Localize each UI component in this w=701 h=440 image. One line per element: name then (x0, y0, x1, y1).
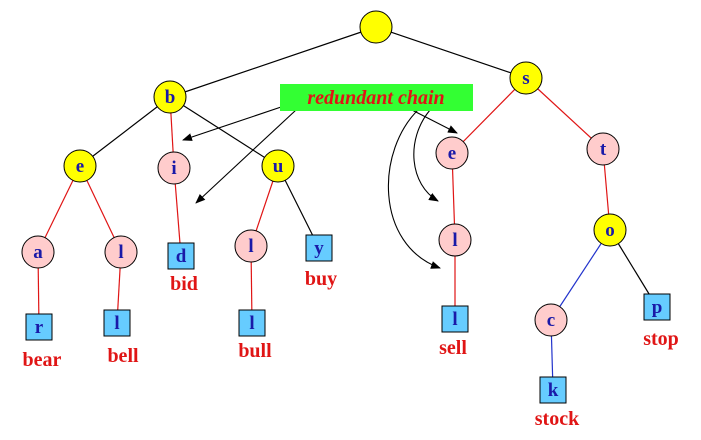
node-stock-label: k (548, 380, 559, 401)
edges-layer (37, 26, 658, 391)
edge-b-be (79, 96, 171, 167)
node-sel: l (438, 223, 472, 257)
node-st-label: t (600, 139, 607, 160)
node-b-label: b (165, 87, 176, 108)
edge-root-s (375, 26, 527, 79)
node-stock-box (539, 376, 567, 404)
words-layer: bear bell bid bull buy sell stop stock (23, 268, 679, 430)
node-bear: r (25, 313, 53, 341)
node-buy-box (305, 234, 333, 262)
callout-box: redundant chain (280, 84, 473, 111)
word-label-stock: stock (535, 408, 580, 430)
word-label-bear: bear (23, 349, 62, 371)
arrow-to-d (195, 109, 297, 204)
callout-label: redundant chain (307, 87, 444, 109)
word-label-buy: buy (305, 268, 337, 290)
node-bull: l (238, 309, 266, 337)
node-stoc-label: c (547, 310, 555, 331)
word-label-bull: bull (238, 340, 272, 362)
word-label-stop: stop (643, 328, 679, 350)
node-se-circle (435, 136, 469, 170)
node-sel-circle (438, 223, 472, 257)
node-bi: i (157, 151, 191, 185)
node-stop-label: p (652, 297, 663, 318)
edge-sto-stoc (550, 229, 611, 321)
node-bea-circle (21, 235, 55, 269)
node-bi-label: i (171, 158, 176, 179)
edge-s-st (525, 77, 604, 150)
node-bel-circle (104, 235, 138, 269)
node-bear-label: r (35, 317, 44, 338)
node-sell: l (441, 305, 469, 333)
node-b-circle (153, 80, 187, 114)
word-label-bell: bell (107, 345, 139, 367)
node-bul-circle (234, 229, 268, 263)
node-st-circle (586, 132, 620, 166)
node-root (359, 10, 393, 44)
node-stock: k (539, 376, 567, 404)
node-st: t (586, 132, 620, 166)
node-bi-circle (157, 151, 191, 185)
arrow-to-se (411, 109, 458, 134)
node-sel-label: l (452, 230, 457, 251)
node-bell: l (103, 309, 131, 337)
node-sto: o (593, 213, 627, 247)
node-bul-label: l (248, 236, 253, 257)
node-be: e (63, 149, 97, 183)
arrow-to-i (182, 103, 291, 141)
node-bu: u (261, 149, 295, 183)
node-bea: a (21, 235, 55, 269)
nodes-layer: b s e i u e t a l d l y l o r l l l c p k (21, 10, 671, 404)
node-bull-box (238, 309, 266, 337)
node-s: s (509, 61, 543, 95)
node-stoc-circle (534, 303, 568, 337)
node-bull-label: l (249, 313, 254, 334)
node-bu-label: u (273, 156, 284, 177)
word-label-sell: sell (439, 337, 467, 359)
node-bul: l (234, 229, 268, 263)
edge-b-bu (169, 96, 279, 167)
edge-s-se (451, 77, 527, 154)
node-se-label: e (448, 143, 456, 164)
node-bear-box (25, 313, 53, 341)
node-bid: d (167, 242, 195, 270)
node-bell-box (103, 309, 131, 337)
node-bid-label: d (176, 246, 187, 267)
node-be-label: e (76, 156, 84, 177)
node-s-circle (509, 61, 543, 95)
node-s-label: s (522, 68, 529, 89)
node-sto-label: o (605, 220, 615, 241)
node-b: b (153, 80, 187, 114)
node-bel: l (104, 235, 138, 269)
arrow-to-sel (413, 109, 439, 202)
callout-background (280, 84, 473, 111)
node-se: e (435, 136, 469, 170)
node-stop-box (643, 293, 671, 321)
node-bea-label: a (33, 242, 43, 263)
node-stoc: c (534, 303, 568, 337)
node-sell-label: l (452, 309, 457, 330)
node-bel-label: l (118, 242, 123, 263)
redundant-chain-arrows (182, 103, 458, 269)
node-sell-box (441, 305, 469, 333)
node-buy-label: y (314, 238, 324, 259)
node-buy: y (305, 234, 333, 262)
node-bid-box (167, 242, 195, 270)
node-stop: p (643, 293, 671, 321)
word-label-bid: bid (170, 273, 198, 295)
node-be-circle (63, 149, 97, 183)
node-bu-circle (261, 149, 295, 183)
edge-root-b (169, 26, 377, 98)
node-bell-label: l (114, 313, 119, 334)
node-sto-circle (593, 213, 627, 247)
node-root-circle (359, 10, 393, 44)
arrow-to-sell (387, 107, 441, 269)
